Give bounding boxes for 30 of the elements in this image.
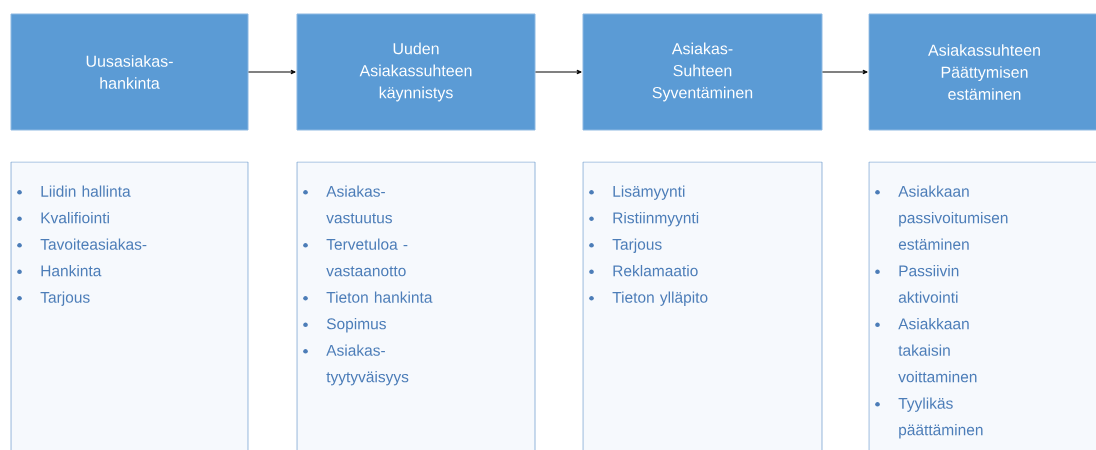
bullet-item: Asiakas- tyytyväisyys [303,344,409,386]
bullet-item: Asiakkaan passivoitumisen estäminen [875,185,1008,250]
list-panel [868,161,1096,450]
bullet-item: Passiivin aktivointi [875,264,959,303]
bullet-item: Sopimus [303,317,386,333]
bullet-item: Tarjous [589,238,662,253]
bullet-item: Tarjous [17,291,90,306]
bullet-item: Reklamaatio [589,264,698,277]
bullet-item: Tieton ylläpito [589,291,708,306]
stage-box: Uusasiakas- hankinta [10,13,249,131]
bullet-item: Tieton hankinta [303,291,433,303]
arrow [248,69,296,75]
stage-box: Asiakas- Suhteen Syventäminen [582,13,823,131]
bullet-item: Tavoiteasiakas- [17,238,147,250]
bullet-item: Lisämyynti [589,185,685,200]
stage-box: Uuden Asiakassuhteen käynnistys [296,13,536,131]
bullet-item: Tervetuloa - vastaanotto [303,238,408,277]
stage-box: Asiakassuhteen Päättymisen estäminen [868,13,1096,131]
bullet-item: Tyylikäs päättäminen [875,397,983,439]
list-panel [10,161,249,450]
bullet-item: Ristiinmyynti [589,211,699,227]
bullet-item: Asiakkaan takaisin voittaminen [875,317,977,383]
bullet-item: Hankinta [17,264,102,277]
bullet-item: Liidin hallinta [17,185,131,197]
arrow [822,69,868,75]
list-panel [582,161,823,450]
list-panel [296,161,536,450]
bullet-item: Kvalifiointi [17,211,109,224]
bullet-item: Asiakas- vastuutus [303,185,392,224]
arrow [535,69,582,75]
